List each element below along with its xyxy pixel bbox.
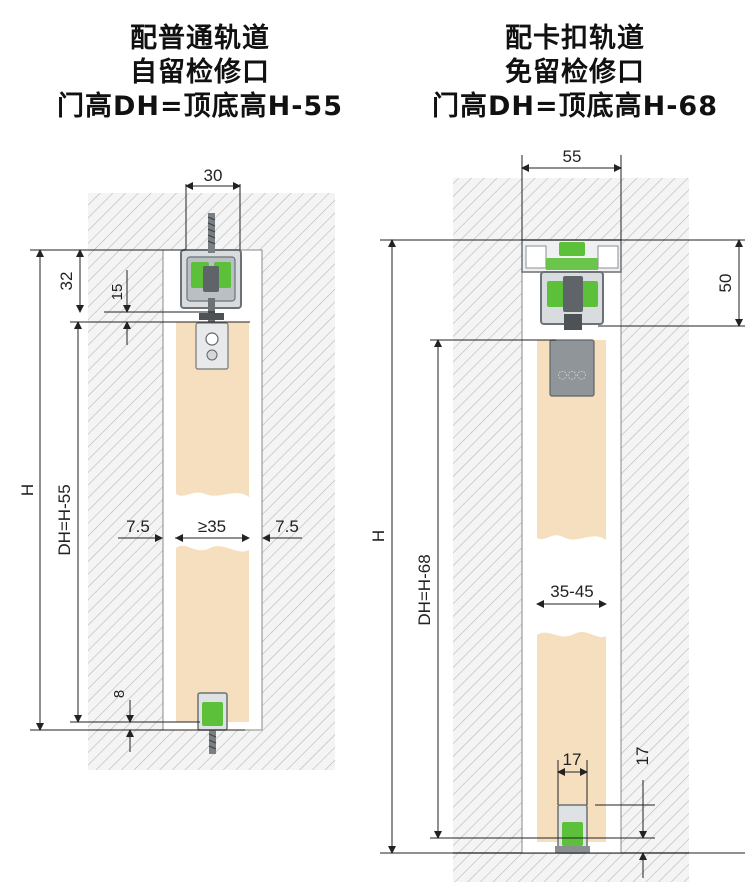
left-dim-side-right: 7.5 [275,517,299,536]
left-dim-side-left: 7.5 [126,517,150,536]
left-title-line-1: 配普通轨道 [130,23,270,54]
left-wall-right [262,193,335,770]
right-title-line-3: 门高DH=顶底高H-68 [431,91,718,122]
right-title-line-2: 免留检修口 [505,57,645,88]
svg-text:◌◌◌: ◌◌◌ [558,368,587,381]
right-drawing: ◌◌◌ 55 50 H DH=H-68 35-45 17 [369,147,745,882]
left-dim-door-thickness: ≥35 [198,517,226,536]
right-dim-door-thickness: 35-45 [550,582,593,601]
right-dim-H: H [369,530,388,542]
right-title-line-1: 配卡扣轨道 [505,23,645,54]
left-title-line-2: 自留检修口 [130,57,270,88]
right-dim-guide-width: 17 [563,750,582,769]
left-door-lower [176,545,249,722]
right-dim-DH: DH=H-68 [415,554,434,625]
right-dim-bottom-gap: 17 [633,747,652,766]
right-wall-left [453,178,522,853]
left-dim-bottom-gap: 8 [111,690,128,698]
right-door-lower [537,631,606,842]
right-dim-top-height: 50 [716,274,735,293]
left-panel-title: 配普通轨道 自留检修口 门高DH=顶底高H-55 [30,22,370,124]
left-dim-top-height: 32 [57,272,76,291]
right-floor [453,853,689,882]
left-hanger-plate [195,322,229,370]
left-drawing: 30 32 15 H DH=H-55 7.5 ≥35 7.5 8 [18,166,335,770]
left-wall-left [88,193,163,770]
right-hanger-plate [549,339,595,397]
left-dim-track-width: 30 [204,166,223,185]
left-title-line-3: 门高DH=顶底高H-55 [56,91,343,122]
left-dim-DH: DH=H-55 [55,484,74,555]
right-dim-track-width: 55 [563,147,582,166]
right-panel-title: 配卡扣轨道 免留检修口 门高DH=顶底高H-68 [400,22,750,124]
left-door-upper [176,322,249,497]
left-dim-top-gap: 15 [109,284,126,301]
left-top-screw [208,213,215,253]
left-dim-H: H [18,484,37,496]
right-wall-right [621,178,689,853]
